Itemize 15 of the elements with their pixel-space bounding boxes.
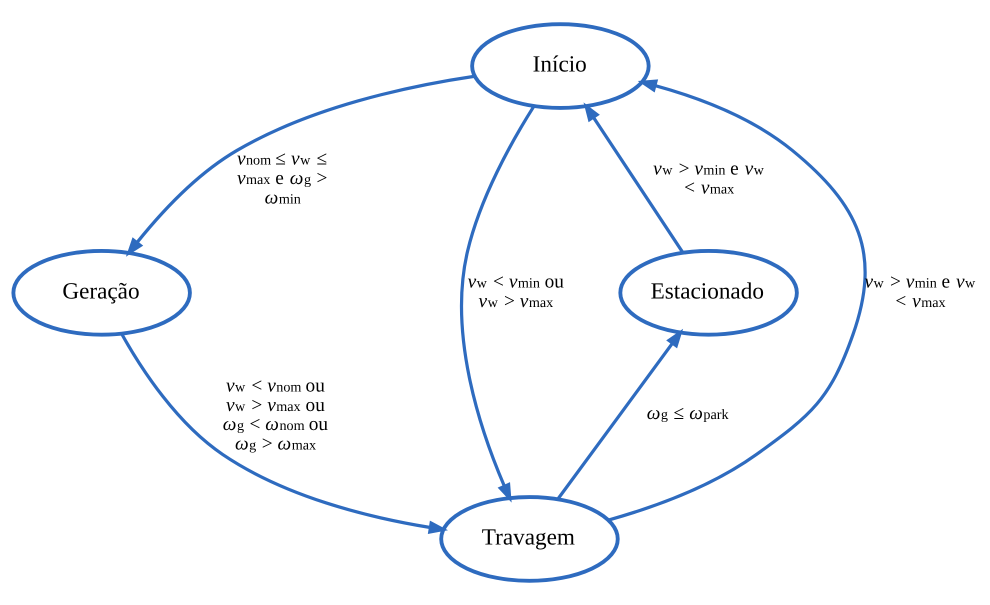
edge-label: vnom ≤ vw ≤ vmax e ωg > ωmin [236, 148, 328, 208]
arrow [608, 79, 866, 522]
node-ellipse: Geração [11, 249, 192, 337]
arrow [120, 332, 448, 534]
arrow [460, 105, 536, 503]
arrow [584, 102, 684, 254]
edge-label: vw < vnom ou vw > vmax ou ωg < ωnom ou ωg > ωmax [222, 375, 328, 454]
edge-label: ωg ≤ ωpark [646, 403, 729, 424]
arrow [126, 74, 476, 257]
node-ellipse: Estacionado [618, 249, 799, 337]
arrow [556, 328, 684, 500]
edge-label: vw > vmin e vw < vmax [653, 158, 764, 199]
edge-label: vw < vmin ou vw > vmax [468, 272, 564, 312]
node-ellipse: Início [470, 22, 651, 110]
node-ellipse: Travagem [439, 495, 620, 583]
